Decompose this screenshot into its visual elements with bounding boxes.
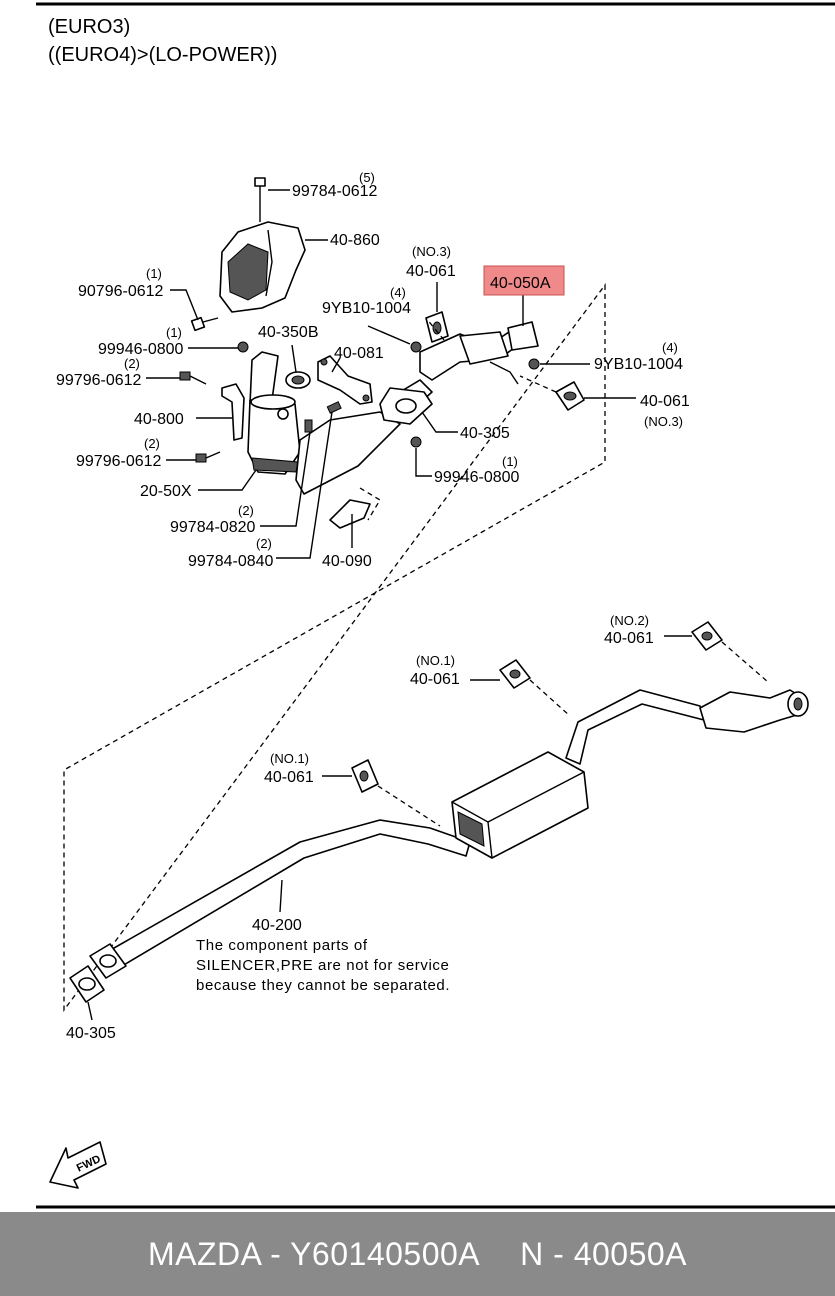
label-40-860: 40-860 <box>330 232 380 249</box>
qty-40-061-top: (NO.3) <box>412 244 451 259</box>
bracket-40-800 <box>221 383 245 441</box>
assembly-boundary <box>63 283 606 1012</box>
guide-no3-top <box>425 317 445 341</box>
note-line-2: SILENCER,PRE are not for service <box>196 957 449 974</box>
leader-lines <box>87 189 692 1021</box>
gasket-40-305-lower <box>69 965 105 1003</box>
bolt-99796-0612-upper <box>179 371 207 385</box>
footer-reference: N - 40050A <box>520 1235 688 1272</box>
nut-99946-0800-left <box>237 341 249 353</box>
footer-part-number: MAZDA - Y60140500A <box>147 1235 481 1272</box>
qty-90796-0612: (1) <box>146 266 162 281</box>
catalytic-converter <box>247 351 301 475</box>
bolt-99796-0612-lower <box>195 451 221 463</box>
qty-99784-0840: (2) <box>256 536 272 551</box>
qty-99784-0612: (5) <box>359 170 375 185</box>
highlight-40-050A <box>483 265 565 296</box>
label-99946-0800-left: 99946-0800 <box>98 341 184 358</box>
label-9YB10-1004-left: 9YB10-1004 <box>322 300 411 317</box>
bolt-99784-0840 <box>326 401 342 414</box>
qty-9YB10-1004-left: (4) <box>390 285 406 300</box>
silencer-main <box>451 751 589 859</box>
label-40-050A: 40-050A <box>490 275 551 292</box>
label-99946-0800-right: 99946-0800 <box>434 469 520 486</box>
qty-99946-0800-right: (1) <box>502 454 518 469</box>
footer-bar: MAZDA - Y60140500A N - 40050A <box>0 1212 835 1296</box>
bracket-40-090 <box>329 487 381 529</box>
hanger-40-061-no3-right <box>555 381 585 411</box>
label-40-800: 40-800 <box>134 411 184 428</box>
center-pipe-40-200 <box>99 819 471 973</box>
label-99796-0612-lower: 99796-0612 <box>76 453 162 470</box>
pipe-40-050A <box>419 321 539 385</box>
gasket-40-081 <box>317 355 373 405</box>
qty-99796-0612-upper: (2) <box>124 356 140 371</box>
nut-99946-0800-right <box>410 436 422 448</box>
label-99784-0820: 99784-0820 <box>170 519 256 536</box>
label-40-305-upper: 40-305 <box>460 425 510 442</box>
bolt-90796-0612 <box>190 316 219 332</box>
exhaust-parts-diagram: (EURO3) ((EURO4)>(LO-POWER)) <box>36 2 835 1209</box>
tail-pipe <box>565 689 705 765</box>
label-40-061-no1-upper: 40-061 <box>410 671 460 688</box>
label-9YB10-1004-right: 9YB10-1004 <box>594 356 683 373</box>
label-40-061-top: 40-061 <box>406 263 456 280</box>
label-40-061-no2: 40-061 <box>604 630 654 647</box>
fwd-arrow-icon: FWD <box>49 1141 107 1189</box>
label-40-081: 40-081 <box>334 345 384 362</box>
qty-40-061-no1-upper: (NO.1) <box>416 653 455 668</box>
nut-9YB10-1004-right <box>528 358 540 370</box>
label-20-50X: 20-50X <box>140 483 192 500</box>
guide-no2 <box>721 641 769 683</box>
hanger-40-061-no2 <box>691 621 723 651</box>
label-40-061-no1-lower: 40-061 <box>264 769 314 786</box>
guide-no3-right <box>519 375 557 393</box>
label-40-061-right: 40-061 <box>640 393 690 410</box>
rear-silencer <box>699 689 809 733</box>
qty-99796-0612-lower: (2) <box>144 436 160 451</box>
qty-99784-0820: (2) <box>238 503 254 518</box>
hanger-40-061-no1-upper <box>499 659 531 689</box>
nut-9YB10-1004-left <box>410 341 422 353</box>
note-line-3: because they cannot be separated. <box>196 977 450 994</box>
bolt-99784-0820 <box>304 419 313 433</box>
clamp-40-350B <box>285 371 311 389</box>
flange-left <box>89 943 127 979</box>
heat-insulator <box>219 221 306 313</box>
guide-no1-lower <box>377 785 441 827</box>
hanger-40-061-no1-lower <box>351 759 379 793</box>
bolt-99784-0612 <box>254 177 266 222</box>
label-99796-0612-upper: 99796-0612 <box>56 372 142 389</box>
label-99784-0840: 99784-0840 <box>188 553 274 570</box>
label-40-350B: 40-350B <box>258 324 319 341</box>
qty-40-061-no1-lower: (NO.1) <box>270 751 309 766</box>
header-line-1: (EURO3) <box>48 16 130 38</box>
hanger-40-061-no3-top <box>425 311 449 343</box>
qty-99946-0800-left: (1) <box>166 325 182 340</box>
label-40-305-lower: 40-305 <box>66 1025 116 1042</box>
label-40-090: 40-090 <box>322 553 372 570</box>
label-40-200: 40-200 <box>252 917 302 934</box>
gasket-40-305-upper <box>379 387 433 425</box>
qty-9YB10-1004-right: (4) <box>662 340 678 355</box>
note-line-1: The component parts of <box>196 937 368 954</box>
label-99784-0612: 99784-0612 <box>292 183 378 200</box>
label-90796-0612: 90796-0612 <box>78 283 164 300</box>
guide-no1-upper <box>529 679 571 717</box>
qty-40-061-no2: (NO.2) <box>610 613 649 628</box>
header-line-2: ((EURO4)>(LO-POWER)) <box>48 44 277 66</box>
qty-40-061-right: (NO.3) <box>644 414 683 429</box>
